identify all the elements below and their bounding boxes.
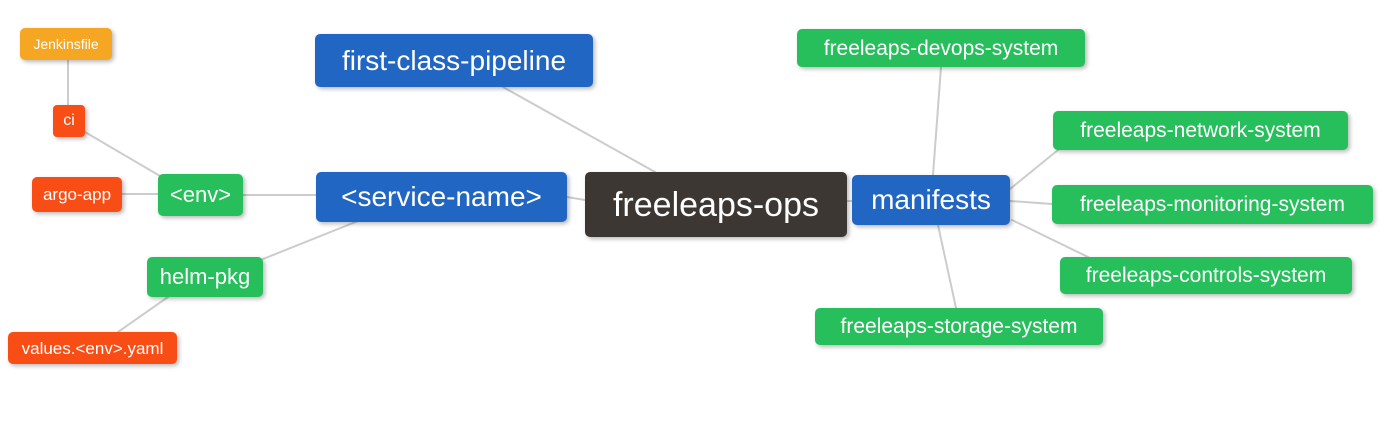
edge-service-name-freeleaps-ops: [566, 196, 586, 201]
node-freeleaps-network-system[interactable]: freeleaps-network-system: [1053, 111, 1348, 150]
edge-helm-pkg-service-name: [262, 220, 359, 260]
node-freeleaps-monitoring-system[interactable]: freeleaps-monitoring-system: [1052, 185, 1373, 224]
node-values-env-yaml[interactable]: values.<env>.yaml: [8, 332, 177, 364]
node-argo-app[interactable]: argo-app: [32, 177, 122, 212]
edge-manifests-monitoring-system: [1009, 200, 1053, 205]
edge-pipeline-freeleaps-ops: [502, 86, 656, 173]
node-env[interactable]: <env>: [158, 174, 243, 216]
node-freeleaps-controls-system[interactable]: freeleaps-controls-system: [1060, 257, 1352, 294]
edge-manifests-storage-system: [937, 224, 957, 309]
edge-manifests-devops-system: [932, 66, 942, 176]
node-helm-pkg[interactable]: helm-pkg: [147, 257, 263, 297]
edge-values-helm-pkg: [117, 296, 169, 333]
edge-manifests-network-system: [1009, 149, 1059, 190]
node-jenkinsfile[interactable]: Jenkinsfile: [20, 28, 112, 60]
edge-ci-env: [84, 131, 161, 177]
node-ci[interactable]: ci: [53, 105, 85, 137]
node-freeleaps-ops[interactable]: freeleaps-ops: [585, 172, 847, 237]
node-freeleaps-storage-system[interactable]: freeleaps-storage-system: [815, 308, 1103, 345]
node-first-class-pipeline[interactable]: first-class-pipeline: [315, 34, 593, 87]
node-manifests[interactable]: manifests: [852, 175, 1010, 225]
node-service-name[interactable]: <service-name>: [316, 172, 567, 222]
node-freeleaps-devops-system[interactable]: freeleaps-devops-system: [797, 29, 1085, 67]
edge-manifests-controls-system: [1011, 219, 1091, 259]
